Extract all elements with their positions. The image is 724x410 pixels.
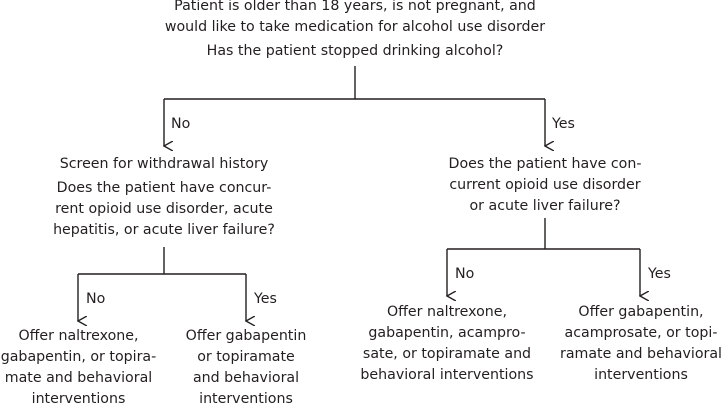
outcome-line: sate, or topiramate and <box>362 346 532 362</box>
root-question: Has the patient stopped drinking alcohol… <box>206 43 504 59</box>
right-question-line: or acute liver failure? <box>469 198 621 214</box>
outcome-line: Offer gabapentin <box>185 328 307 344</box>
left-screen-text: Screen for withdrawal history <box>59 156 269 172</box>
outcome-line: interventions <box>594 367 688 383</box>
right-question-line: Does the patient have con- <box>448 156 642 172</box>
edge-label-no: No <box>171 116 191 132</box>
outcome-line: ramate and behavioral <box>560 346 722 362</box>
outcome-line: Offer naltrexone, <box>18 328 139 344</box>
right-question-line: current opioid use disorder <box>449 177 641 193</box>
right-sub-label-yes: Yes <box>648 266 671 282</box>
left-sub-label-no: No <box>86 291 106 307</box>
left-question-node: Screen for withdrawal history Does the p… <box>24 154 304 241</box>
left-sub-label-yes: Yes <box>254 291 277 307</box>
outcome-line: mate and behavioral <box>4 370 153 386</box>
outcome-line: acamprosate, or topi- <box>564 325 718 341</box>
edge-label-yes: Yes <box>552 116 575 132</box>
outcome-line: interventions <box>31 391 126 407</box>
root-line: would like to take medication for alcoho… <box>164 19 546 35</box>
right-yes-outcome: Offer gabapentin, acamprosate, or topi- … <box>560 302 722 386</box>
left-question-line: rent opioid use disorder, acute <box>55 201 273 217</box>
outcome-line: behavioral interventions <box>360 367 534 383</box>
right-question-node: Does the patient have con- current opioi… <box>415 154 675 217</box>
left-no-outcome: Offer naltrexone, gabapentin, or topira-… <box>0 326 157 410</box>
outcome-line: or topiramate <box>197 349 295 365</box>
outcome-line: and behavioral <box>192 370 300 386</box>
outcome-line: gabapentin, or topira- <box>0 349 157 365</box>
right-sub-label-no: No <box>455 266 475 282</box>
outcome-line: gabapentin, acampro- <box>368 325 526 341</box>
left-question-line: Does the patient have concur- <box>56 180 272 196</box>
left-question-line: hepatitis, or acute liver failure? <box>53 222 275 238</box>
outcome-line: Offer naltrexone, <box>386 304 508 320</box>
root-line: Patient is older than 18 years, is not p… <box>174 0 536 14</box>
right-no-outcome: Offer naltrexone, gabapentin, acampro- s… <box>352 302 542 386</box>
outcome-line: Offer gabapentin, <box>578 304 704 320</box>
left-yes-outcome: Offer gabapentin or topiramate and behav… <box>176 326 316 410</box>
root-node: Patient is older than 18 years, is not p… <box>132 0 578 62</box>
outcome-line: interventions <box>199 391 293 407</box>
